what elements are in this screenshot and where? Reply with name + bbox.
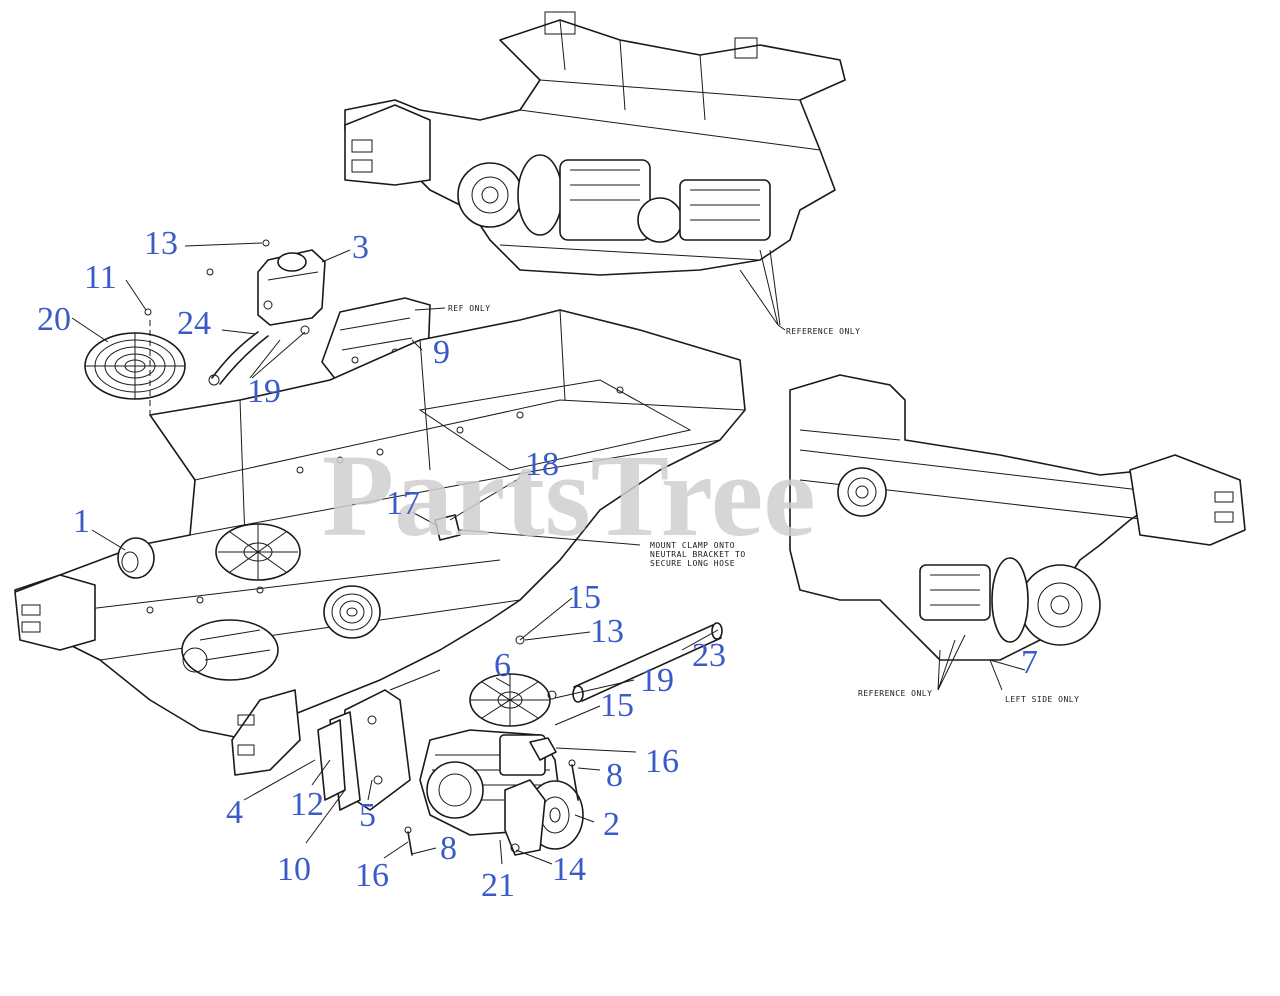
callout-15-top: 15 <box>567 579 601 616</box>
callout-9: 9 <box>433 334 450 371</box>
callout-19-mid: 19 <box>640 662 674 699</box>
fan-guard <box>84 332 186 400</box>
note-mount-clamp-3: SECURE LONG HOSE <box>650 559 735 568</box>
callout-3: 3 <box>352 229 369 266</box>
callout-16-bottom: 16 <box>355 857 389 894</box>
callouts: 13 3 11 20 24 9 19 18 17 1 15 13 23 6 19… <box>37 225 1038 904</box>
callout-14: 14 <box>552 851 586 888</box>
note-reference-only-right: REFERENCE ONLY <box>858 689 932 698</box>
top-reference-view <box>344 11 846 331</box>
callout-20: 20 <box>37 301 71 338</box>
callout-2: 2 <box>603 806 620 843</box>
callout-8-bottom: 8 <box>440 830 457 867</box>
callout-4: 4 <box>226 794 243 831</box>
note-ref-only: REF ONLY <box>448 304 491 313</box>
callout-16-right: 16 <box>645 743 679 780</box>
callout-5: 5 <box>359 797 376 834</box>
right-reference-view <box>789 374 1246 691</box>
callout-1: 1 <box>73 503 90 540</box>
callout-8-right: 8 <box>606 757 623 794</box>
note-mount-clamp-1: MOUNT CLAMP ONTO <box>650 541 735 550</box>
callout-24: 24 <box>177 305 211 342</box>
main-frame <box>14 309 746 776</box>
hydraulic-reservoir <box>257 249 326 326</box>
callout-21: 21 <box>481 867 515 904</box>
transmission-assembly <box>317 635 584 856</box>
callout-12: 12 <box>290 786 324 823</box>
callout-11: 11 <box>84 259 117 296</box>
note-mount-clamp-2: NEUTRAL BRACKET TO <box>650 550 746 559</box>
hose-clamp <box>434 514 641 546</box>
callout-17: 17 <box>386 485 420 522</box>
callout-18: 18 <box>525 446 559 483</box>
callout-23: 23 <box>692 637 726 674</box>
leader-lines <box>71 242 1026 865</box>
callout-10: 10 <box>277 851 311 888</box>
note-left-side-only: LEFT SIDE ONLY <box>1005 695 1079 704</box>
callout-7: 7 <box>1021 644 1038 681</box>
callout-13-mid: 13 <box>590 613 624 650</box>
callout-15-mid: 15 <box>600 687 634 724</box>
callout-6: 6 <box>494 647 511 684</box>
hose-24 <box>211 331 259 379</box>
callout-19-top: 19 <box>247 373 281 410</box>
callout-13-top: 13 <box>144 225 178 262</box>
note-reference-only-top: REFERENCE ONLY <box>786 327 860 336</box>
watermark: PartsTree <box>322 430 816 561</box>
